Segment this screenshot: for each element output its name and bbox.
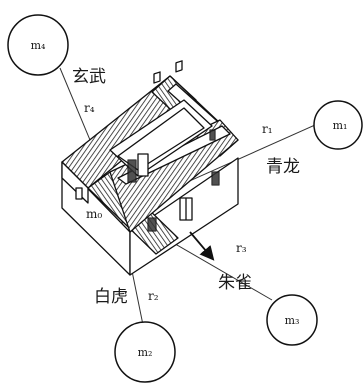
inner-window-4 <box>209 129 216 141</box>
inner-window-1 <box>153 71 161 84</box>
center-mass-label: m₀ <box>86 207 102 221</box>
mass-label-m3: m₃ <box>285 314 300 327</box>
inner-door <box>137 153 149 177</box>
distance-label-r1: r₁ <box>262 122 273 136</box>
mass-circle-m1 <box>313 100 363 150</box>
label-south-zhuque: 朱雀 <box>218 273 252 293</box>
body-north: m₄ <box>7 14 69 76</box>
distance-label-r3: r₃ <box>236 241 247 255</box>
front-window-1 <box>147 217 157 232</box>
courtyard-house <box>61 60 239 276</box>
body-east: m₁ <box>313 100 363 150</box>
label-east-qinglong: 青龙 <box>266 157 300 177</box>
mass-label-m4: m₄ <box>31 39 46 52</box>
inner-window-2 <box>175 60 183 73</box>
mass-label-m2: m₂ <box>138 346 153 359</box>
label-west-baihu: 白虎 <box>94 287 128 307</box>
direction-arrow <box>189 231 215 261</box>
mass-label-m1: m₁ <box>333 119 348 132</box>
body-west: m₂ <box>114 321 176 383</box>
mass-circle-m4 <box>7 14 69 76</box>
front-window-2 <box>211 171 220 186</box>
side-window <box>75 187 83 200</box>
mass-circle-m3 <box>266 294 318 346</box>
mass-circle-m2 <box>114 321 176 383</box>
distance-label-r2: r₂ <box>148 289 159 303</box>
inner-window-3 <box>127 159 137 183</box>
distance-label-r4: r₄ <box>84 101 95 115</box>
body-south: m₃ <box>266 294 318 346</box>
label-north-xuanwu: 玄武 <box>72 67 106 87</box>
